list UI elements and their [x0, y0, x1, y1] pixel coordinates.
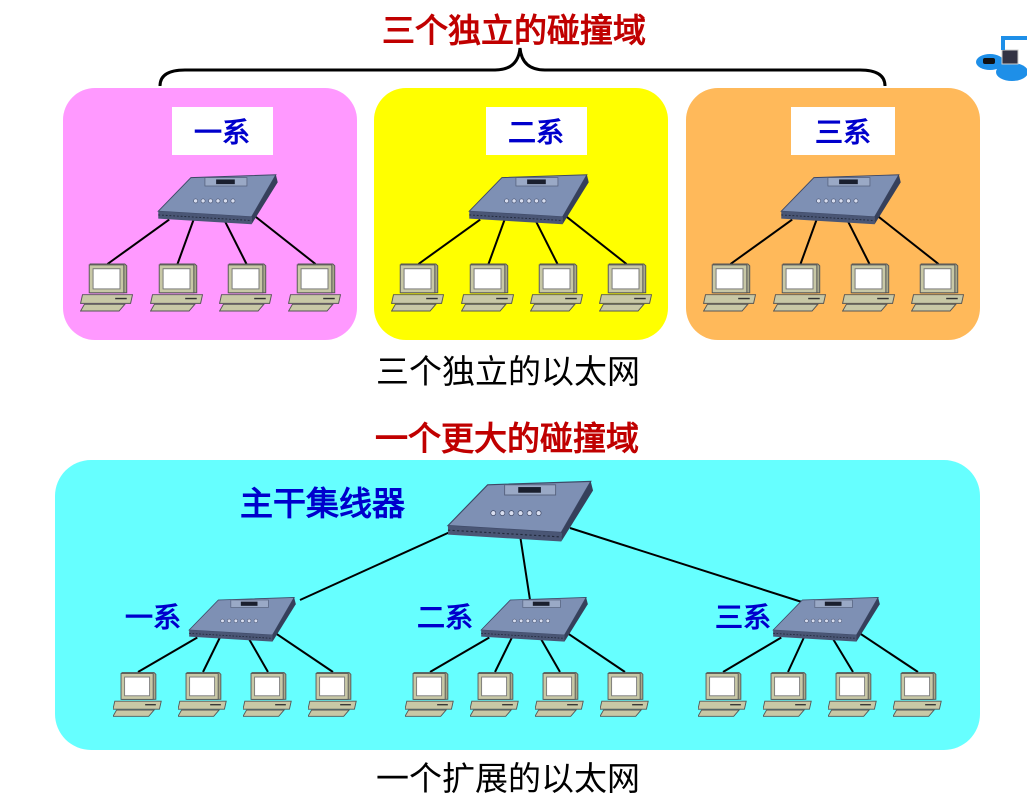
dept1-label: 一系 [194, 116, 250, 149]
cable [417, 218, 481, 265]
bottom-dept1-label: 一系 [125, 601, 181, 634]
network-devices [80, 174, 965, 718]
cable [787, 637, 805, 673]
cable [569, 527, 806, 604]
cable [247, 210, 317, 265]
cable [799, 219, 818, 265]
top-title: 三个独立的碰撞域 [382, 11, 646, 50]
cable [202, 637, 221, 673]
cable [722, 636, 782, 673]
cable [534, 219, 559, 265]
cable [106, 218, 170, 265]
cable [223, 219, 248, 265]
backbone-hub-label: 主干集线器 [240, 484, 406, 523]
cable [846, 219, 871, 265]
cable [831, 636, 854, 673]
dept3-label-box [791, 107, 895, 155]
cable [247, 637, 269, 673]
cable [176, 219, 195, 265]
top-caption: 三个独立的以太网 [376, 352, 640, 391]
dept2-label: 二系 [508, 116, 564, 149]
cable [729, 218, 793, 265]
cable [854, 629, 919, 673]
dept2-label-box [486, 107, 587, 155]
dept1-label-box [172, 107, 273, 155]
cable [270, 629, 334, 673]
network-logo-icon [976, 36, 1027, 81]
cable [299, 531, 451, 601]
bottom-caption: 一个扩展的以太网 [376, 759, 640, 798]
cable [429, 636, 490, 673]
cable [558, 210, 628, 265]
cable [539, 637, 561, 673]
dept3-label: 三系 [815, 116, 871, 149]
cable [487, 219, 506, 265]
cable [562, 629, 626, 673]
cable [870, 210, 940, 265]
bottom-title: 一个更大的碰撞域 [375, 419, 639, 458]
cable [137, 636, 198, 673]
bottom-dept2-label: 二系 [417, 601, 473, 634]
bottom-dept3-label: 三系 [715, 601, 771, 634]
cable [519, 534, 531, 601]
curly-brace [158, 47, 887, 87]
cable [494, 637, 513, 673]
